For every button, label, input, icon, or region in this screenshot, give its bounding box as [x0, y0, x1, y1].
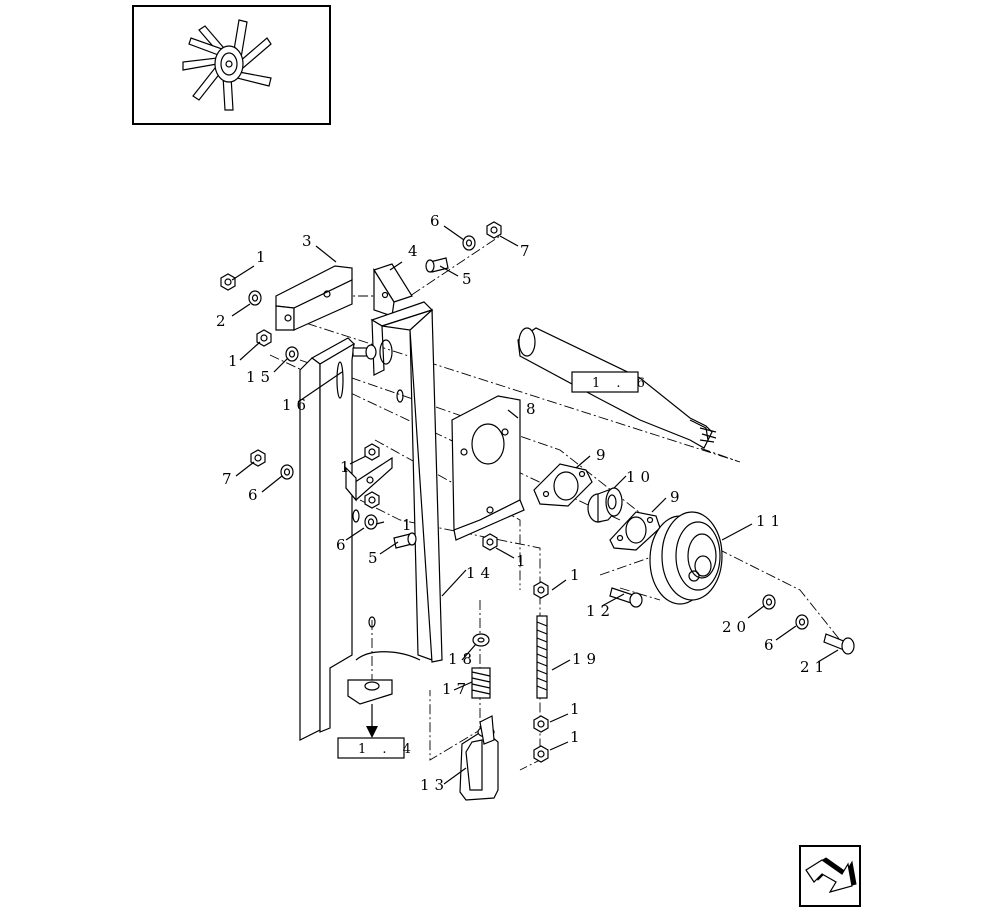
callout: 14	[466, 564, 495, 582]
hardware-items	[220, 221, 855, 763]
callout: 1	[256, 248, 271, 266]
fan-icon	[182, 19, 272, 111]
callout: 7	[222, 470, 237, 488]
callout: 20	[722, 618, 751, 636]
leader-lines	[231, 225, 839, 785]
bracket-3[interactable]	[275, 265, 353, 331]
callout: 11	[756, 512, 785, 530]
reference-box-1-6[interactable]: 1 . 6	[571, 371, 651, 393]
callout: 17	[442, 680, 471, 698]
callout: 3	[302, 232, 317, 250]
upright-post-14[interactable]	[299, 337, 376, 741]
sliding-bracket[interactable]	[345, 456, 393, 502]
callout: 6	[764, 636, 779, 654]
lower-foot-bracket[interactable]	[347, 651, 421, 705]
callout: 9	[670, 488, 685, 506]
callout: 15	[246, 368, 275, 386]
bearing-10[interactable]	[587, 487, 623, 523]
callout: 1	[228, 352, 243, 370]
threaded-rod-19[interactable]	[536, 615, 548, 699]
callout: 1	[402, 516, 417, 534]
callout: 7	[520, 242, 535, 260]
thumbnail-panel[interactable]	[132, 5, 331, 125]
callout: 2	[216, 312, 231, 330]
callout: 19	[572, 650, 601, 668]
callout: 18	[448, 650, 477, 668]
callout: 9	[596, 446, 611, 464]
pulley-11[interactable]	[649, 511, 723, 605]
callout: 6	[430, 212, 445, 230]
callout: 5	[368, 549, 383, 567]
callout: 1	[570, 700, 585, 718]
callout: 10	[626, 468, 655, 486]
flange-9-left[interactable]	[533, 463, 593, 507]
callout: 6	[336, 536, 351, 554]
reference-label: 1 . 4	[358, 742, 417, 757]
callout: 12	[586, 602, 615, 620]
reference-label: 1 . 6	[592, 376, 651, 391]
callout: 16	[282, 396, 311, 414]
callout: 8	[526, 400, 541, 418]
flange-9-right[interactable]	[609, 511, 661, 551]
mounting-plate-8[interactable]	[451, 395, 525, 541]
reference-box-1-4[interactable]: 1 . 4	[337, 704, 417, 759]
callout: 1	[340, 458, 355, 476]
callout: 1	[516, 552, 531, 570]
pivot-base-13[interactable]	[459, 715, 499, 801]
callout: 4	[408, 242, 423, 260]
spring-17[interactable]	[471, 667, 491, 699]
callout-labels: 1 2 3 4 5 6 7 1 15 16 8 7 6 1 9 10 9 11 …	[216, 212, 829, 794]
callout: 21	[800, 658, 829, 676]
next-page-arrow-icon[interactable]	[799, 845, 861, 907]
upright-post-rear[interactable]	[352, 301, 443, 663]
callout: 13	[420, 776, 449, 794]
callout: 6	[248, 486, 263, 504]
callout: 5	[462, 270, 477, 288]
callout: 1	[570, 728, 585, 746]
callout: 1	[570, 566, 585, 584]
